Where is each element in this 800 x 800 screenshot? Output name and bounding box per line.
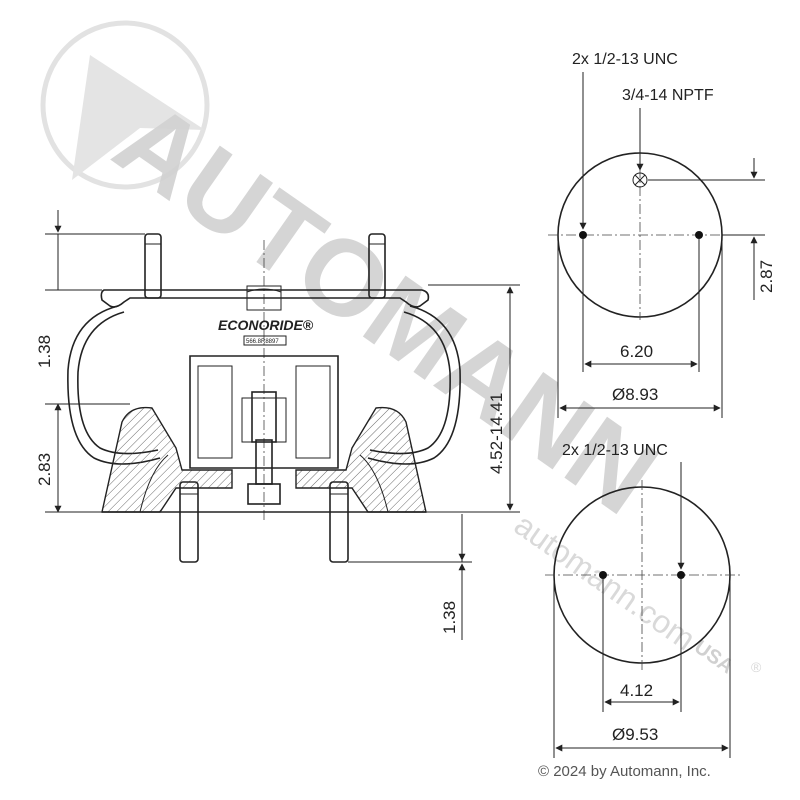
top-callout-port: 3/4-14 NPTF: [622, 87, 714, 104]
dim-upper-height: 2.83: [35, 453, 54, 486]
dim-height-range: 4.52-14.41: [487, 393, 506, 474]
dim-top-stud: 1.38: [35, 335, 54, 368]
piston-right: [295, 406, 427, 513]
top-stud-left: [579, 231, 587, 239]
bottom-dim-diameter: Ø9.53: [612, 725, 658, 744]
top-view: 2x 1/2-13 UNC 3/4-14 NPTF 2.87 6.20 Ø8.9…: [548, 51, 776, 418]
brand-mark: ECONORIDE®: [218, 317, 314, 333]
copyright-notice: © 2024 by Automann, Inc.: [538, 763, 711, 780]
top-stud-right: [695, 231, 703, 239]
dim-bottom-stud: 1.38: [440, 601, 459, 634]
side-section-view: ECONORIDE® 566.8R8897 1.38 2.83 4.52-14.…: [35, 210, 520, 640]
watermark-logo-icon: [40, 20, 210, 190]
watermark-registered: ®: [751, 659, 762, 675]
bottom-view: 2x 1/2-13 UNC 4.12 Ø9.53: [545, 442, 740, 758]
part-number: 566.8R8897: [246, 339, 279, 345]
top-dim-diameter: Ø8.93: [612, 385, 658, 404]
top-dim-port-offset: 2.87: [757, 260, 776, 293]
air-port-icon: [632, 172, 648, 188]
watermark-arrow-icon: [72, 55, 205, 180]
piston-left: [101, 406, 233, 513]
top-callout-studs: 2x 1/2-13 UNC: [572, 51, 678, 68]
bottom-dim-stud-spacing: 4.12: [620, 681, 653, 700]
watermark: AUTOMANN USA ® automann.com: [40, 20, 762, 678]
top-dim-stud-spacing: 6.20: [620, 342, 653, 361]
bottom-callout-studs: 2x 1/2-13 UNC: [562, 442, 668, 459]
bottom-stud-right: [677, 571, 685, 579]
bottom-stud-left: [599, 571, 607, 579]
